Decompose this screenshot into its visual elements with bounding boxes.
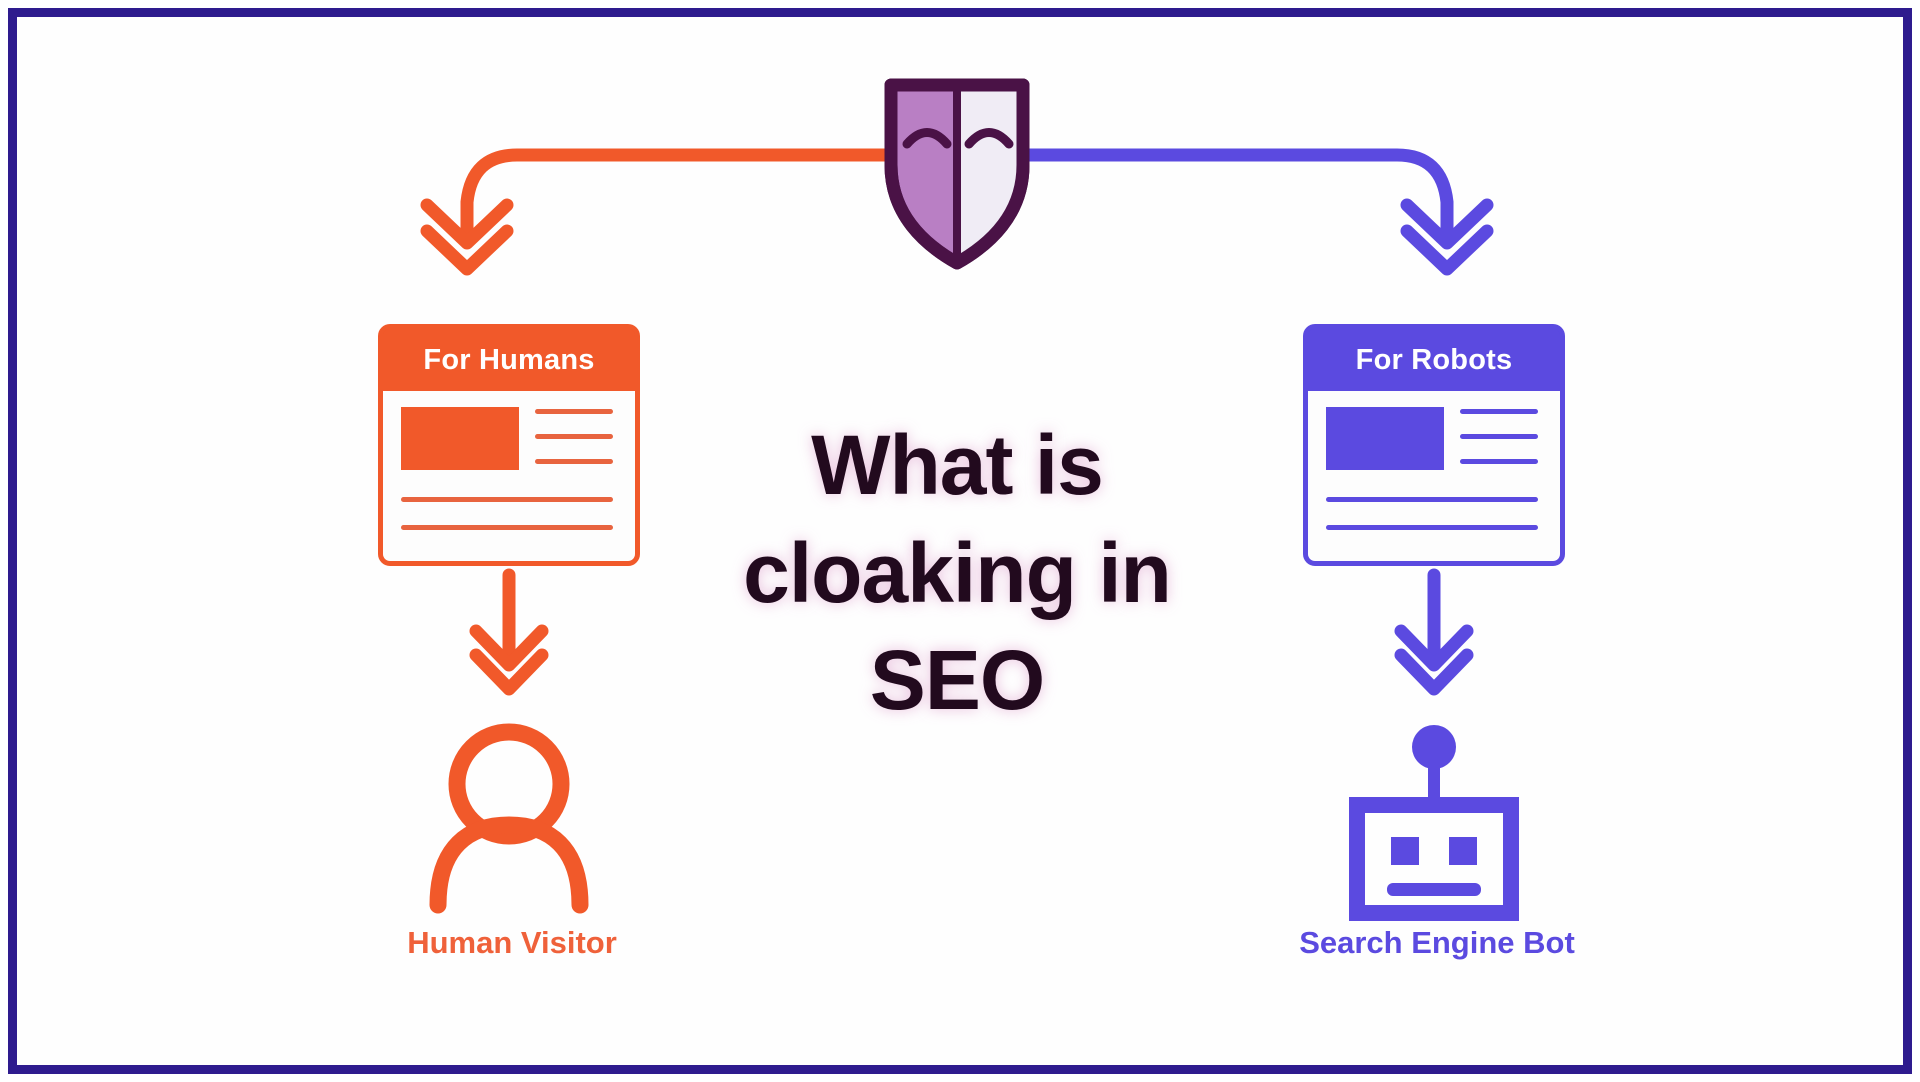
infographic-canvas: For Humans For Robots What is cl bbox=[17, 17, 1903, 1065]
card-for-robots[interactable]: For Robots bbox=[1303, 324, 1565, 566]
arrow-card-to-bot bbox=[1394, 568, 1474, 696]
arrow-to-humans bbox=[420, 148, 904, 276]
card-robots-text-line bbox=[1326, 497, 1538, 502]
card-robots-header: For Robots bbox=[1308, 329, 1560, 391]
card-humans-text-line bbox=[401, 497, 613, 502]
page-title: What is cloaking in SEO bbox=[743, 418, 1172, 728]
card-humans-text-line bbox=[535, 434, 613, 439]
label-search-engine-bot: Search Engine Bot bbox=[1299, 925, 1575, 960]
card-humans-thumbnail bbox=[401, 407, 519, 470]
robot-mouth-icon bbox=[1387, 883, 1481, 896]
person-icon bbox=[429, 723, 589, 914]
card-robots-text-line bbox=[1326, 525, 1538, 530]
robot-icon bbox=[1349, 725, 1519, 921]
arrow-card-to-human bbox=[469, 568, 549, 696]
robot-eye-right-icon bbox=[1449, 837, 1477, 865]
card-robots-thumbnail bbox=[1326, 407, 1444, 470]
infographic-frame: For Humans For Robots What is cl bbox=[8, 8, 1912, 1074]
card-robots-text-line bbox=[1460, 409, 1538, 414]
card-humans-text-line bbox=[535, 459, 613, 464]
robot-antenna-ball-icon bbox=[1412, 725, 1456, 769]
mask-eye-left bbox=[902, 128, 952, 149]
arrow-to-robots bbox=[1010, 148, 1494, 276]
card-humans-text-line bbox=[535, 409, 613, 414]
card-robots-body bbox=[1308, 391, 1560, 561]
diagram-artwork bbox=[420, 78, 1519, 921]
mask-eye-right bbox=[964, 128, 1014, 149]
theater-mask-shield-icon bbox=[884, 78, 1030, 270]
robot-eye-left-icon bbox=[1391, 837, 1419, 865]
card-for-humans[interactable]: For Humans bbox=[378, 324, 640, 566]
card-humans-header: For Humans bbox=[383, 329, 635, 391]
card-humans-body bbox=[383, 391, 635, 561]
card-humans-text-line bbox=[401, 525, 613, 530]
card-robots-text-line bbox=[1460, 434, 1538, 439]
label-human-visitor: Human Visitor bbox=[407, 925, 617, 960]
card-robots-text-line bbox=[1460, 459, 1538, 464]
